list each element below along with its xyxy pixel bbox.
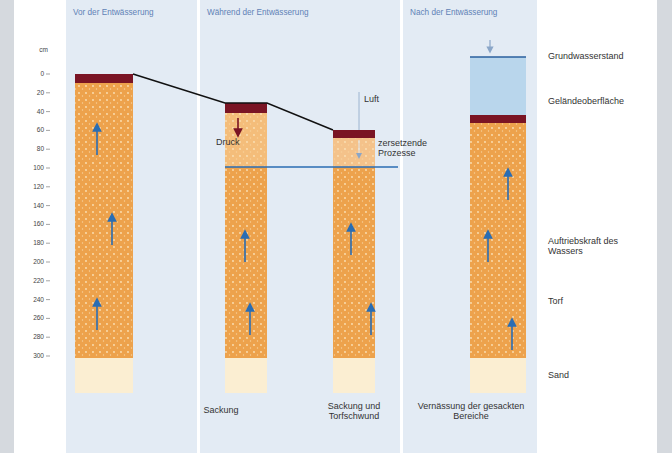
surface-line xyxy=(133,74,333,130)
panel-heading: Vor der Entwässerung xyxy=(66,0,197,17)
axis-unit: cm xyxy=(26,46,48,53)
pressure-label: Druck xyxy=(216,137,240,147)
axis-value: 0 xyxy=(22,70,44,77)
side-label: Auftriebskraft des Wassers xyxy=(548,236,628,257)
page-area xyxy=(14,0,657,453)
side-label: Grundwasserstand xyxy=(548,51,624,61)
side-label: Torf xyxy=(548,296,563,306)
soil-column xyxy=(470,57,526,393)
column-caption: Sackung xyxy=(190,405,252,415)
axis-ticks xyxy=(46,74,50,356)
axis-value: 120 xyxy=(22,183,44,190)
phase-panel: Nach der Entwässerung xyxy=(403,0,537,453)
axis-value: 80 xyxy=(22,145,44,152)
axis-value: 200 xyxy=(22,258,44,265)
panel-heading: Während der Entwässerung xyxy=(200,0,400,17)
soil-column xyxy=(333,130,375,393)
axis-value: 60 xyxy=(22,126,44,133)
groundwater-line xyxy=(225,166,398,168)
air-line xyxy=(359,92,360,130)
process-label: zersetzende Prozesse xyxy=(378,138,440,159)
axis-value: 160 xyxy=(22,220,44,227)
soil-column xyxy=(75,74,133,393)
buoyancy-arrows xyxy=(97,127,512,350)
axis-value: 40 xyxy=(22,108,44,115)
phase-panel: Vor der Entwässerung xyxy=(66,0,197,453)
axis-value: 300 xyxy=(22,352,44,359)
axis-value: 100 xyxy=(22,164,44,171)
column-caption: Sackung und Torfschwund xyxy=(310,401,398,422)
pressure-arrow xyxy=(237,118,239,133)
axis-value: 220 xyxy=(22,277,44,284)
axis-value: 260 xyxy=(22,314,44,321)
level-arrow xyxy=(489,40,490,50)
axis-value: 280 xyxy=(22,333,44,340)
side-label: Sand xyxy=(548,370,569,380)
side-label: Geländeoberfläche xyxy=(548,96,624,106)
column-caption: Vernässung der gesackten Bereiche xyxy=(412,401,530,422)
axis-value: 140 xyxy=(22,202,44,209)
phase-panel: Während der Entwässerung xyxy=(200,0,400,453)
axis-value: 20 xyxy=(22,89,44,96)
axis-value: 180 xyxy=(22,239,44,246)
panel-heading: Nach der Entwässerung xyxy=(403,0,537,17)
air-arrow xyxy=(359,140,360,156)
air-label: Luft xyxy=(364,94,379,104)
axis-value: 240 xyxy=(22,296,44,303)
